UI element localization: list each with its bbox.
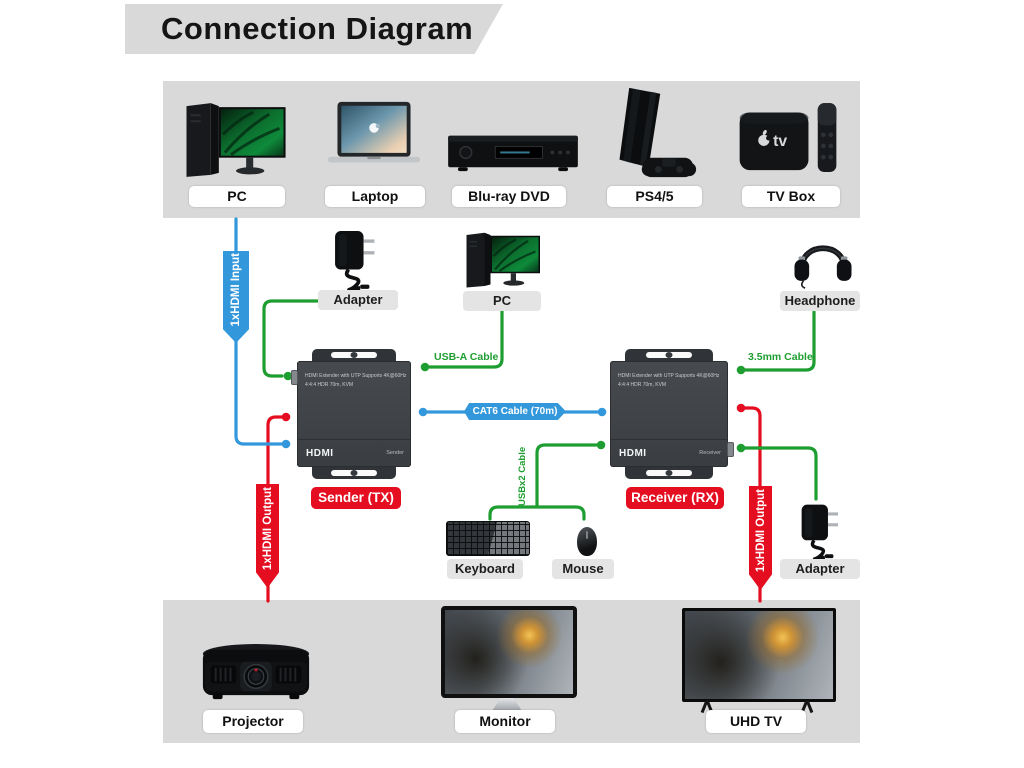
ps4-console-image bbox=[619, 87, 697, 178]
sender-mount-tab-bottom bbox=[311, 467, 397, 479]
sender-body: HDMI Extender with UTP Supports 4K@60Hz … bbox=[291, 361, 411, 467]
hdmi-output-left-label: 1xHDMI Output bbox=[261, 487, 274, 571]
tv-box-image: tv bbox=[739, 103, 837, 172]
monitor-stand bbox=[492, 698, 522, 711]
audio-35mm-cable-label: 3.5mm Cable bbox=[748, 351, 813, 363]
sender-role-text: Sender bbox=[386, 450, 404, 456]
mount-slot bbox=[330, 470, 377, 476]
pc-source-image bbox=[466, 232, 540, 288]
label-headphone: Headphone bbox=[780, 291, 860, 311]
laptop-image bbox=[327, 101, 421, 163]
label-adapter-left: Adapter bbox=[318, 290, 398, 310]
title-banner: Connection Diagram bbox=[125, 4, 503, 54]
label-projector: Projector bbox=[203, 710, 303, 733]
power-adapter-left-image bbox=[335, 231, 375, 292]
sender-unit: HDMI Extender with UTP Supports 4K@60Hz … bbox=[291, 349, 411, 479]
adapter-right-cable bbox=[743, 446, 818, 501]
sender-seam bbox=[298, 439, 410, 440]
headphone-image bbox=[794, 245, 852, 289]
mount-slot bbox=[646, 470, 692, 476]
label-pc: PC bbox=[189, 186, 285, 207]
projector-image bbox=[202, 644, 310, 700]
label-mouse: Mouse bbox=[552, 559, 614, 579]
pc-tower-monitor-image bbox=[186, 103, 286, 177]
label-keyboard: Keyboard bbox=[447, 559, 523, 579]
adapter-left-cable bbox=[262, 299, 320, 378]
hdmi-input-cable bbox=[234, 217, 283, 446]
receiver-unit: HDMI Extender with UTP Supports 4K@60Hz … bbox=[610, 349, 734, 479]
hdmi-input-label: 1xHDMI Input bbox=[230, 253, 242, 327]
label-laptop: Laptop bbox=[325, 186, 425, 207]
uhd-tv-image bbox=[682, 608, 836, 702]
monitor-image bbox=[441, 606, 577, 698]
mouse-image bbox=[577, 527, 597, 556]
sender-tag: Sender (TX) bbox=[311, 487, 401, 509]
hdmi-logo: HDMI bbox=[306, 448, 334, 459]
hdmi-logo: HDMI bbox=[619, 448, 647, 459]
hdmi-output-right-label: 1xHDMI Output bbox=[754, 489, 767, 573]
sender-power-port bbox=[291, 370, 298, 385]
cat6-cable-ribbon: CAT6 Cable (70m) bbox=[464, 403, 566, 420]
label-bluray: Blu-ray DVD bbox=[452, 186, 566, 207]
hdmi-output-right-ribbon: 1xHDMI Output bbox=[749, 486, 772, 590]
usb-x2-cable-line bbox=[488, 443, 598, 521]
label-tvbox: TV Box bbox=[742, 186, 840, 207]
connection-dots bbox=[281, 362, 746, 453]
mount-slot bbox=[330, 352, 377, 358]
sender-mount-tab-top bbox=[311, 349, 397, 361]
tv-box-logo-text: tv bbox=[773, 133, 787, 150]
hdmi-output-left-cable bbox=[266, 415, 287, 603]
receiver-tag: Receiver (RX) bbox=[626, 487, 724, 509]
receiver-usb-port bbox=[727, 442, 734, 457]
usb-x2-cable-label: USBx2 Cable bbox=[517, 446, 528, 506]
label-ps45: PS4/5 bbox=[607, 186, 702, 207]
hdmi-input-ribbon: 1xHDMI Input bbox=[223, 251, 249, 343]
label-pc-source: PC bbox=[463, 291, 541, 311]
usb-a-cable-line bbox=[428, 309, 504, 369]
hdmi-output-right-cable bbox=[743, 406, 762, 603]
mount-slot bbox=[646, 352, 692, 358]
usb-a-cable-label: USB-A Cable bbox=[434, 351, 499, 363]
audio-35mm-cable-line bbox=[743, 310, 816, 372]
hdmi-output-left-ribbon: 1xHDMI Output bbox=[256, 484, 279, 588]
label-adapter-right: Adapter bbox=[780, 559, 860, 579]
receiver-body: HDMI Extender with UTP Supports 4K@60Hz … bbox=[610, 361, 734, 467]
keyboard-image bbox=[446, 521, 530, 556]
receiver-seam bbox=[611, 439, 727, 440]
label-uhdtv: UHD TV bbox=[706, 710, 806, 733]
page-title: Connection Diagram bbox=[161, 11, 474, 46]
label-monitor: Monitor bbox=[455, 710, 555, 733]
bluray-player-image bbox=[448, 135, 578, 172]
receiver-description: HDMI Extender with UTP Supports 4K@60Hz … bbox=[618, 373, 720, 388]
receiver-mount-tab-bottom bbox=[625, 467, 713, 479]
sender-description: HDMI Extender with UTP Supports 4K@60Hz … bbox=[305, 373, 407, 388]
power-adapter-right-image bbox=[801, 504, 839, 561]
receiver-mount-tab-top bbox=[625, 349, 713, 361]
receiver-role-text: Receiver bbox=[699, 450, 721, 456]
